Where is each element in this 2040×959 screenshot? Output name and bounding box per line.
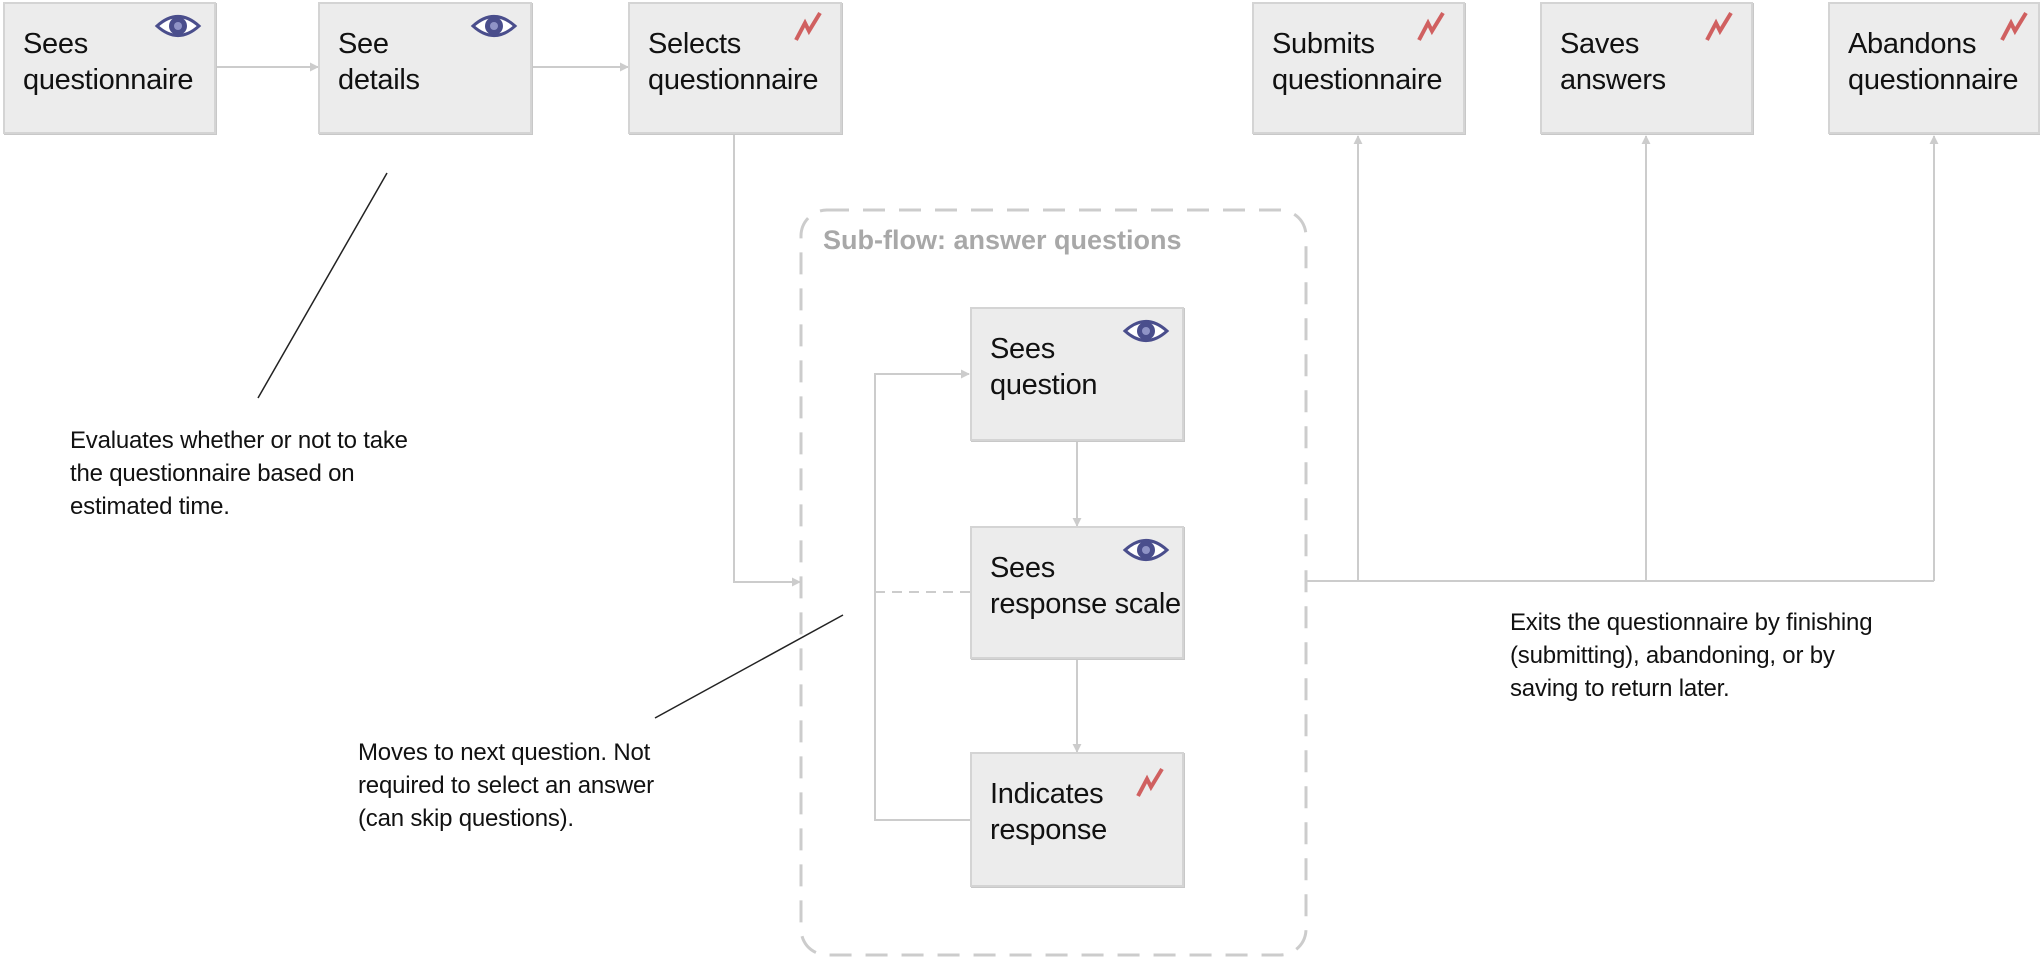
subflow-container [799,208,1308,957]
eye-icon [1122,534,1170,566]
action-icon [1986,10,2034,42]
node-sees-questionnaire[interactable]: Sees questionnaire [3,2,216,134]
node-sees-question[interactable]: Sees question [970,307,1184,441]
eye-icon [470,10,518,42]
note-moves-next: Moves to next question. Not required to … [358,739,654,832]
eye-icon [1122,315,1170,347]
action-icon [1122,766,1170,798]
node-sees-response-scale[interactable]: Sees response scale [970,526,1184,659]
subflow-title: Sub-flow: answer questions [823,225,1182,255]
note-exits: Exits the questionnaire by finishing (su… [1510,609,1873,702]
eye-icon [154,10,202,42]
connector-selects-to-subflow [733,134,801,587]
annotation-line-moves-next [654,614,844,719]
node-submits-questionnaire[interactable]: Submits questionnaire [1252,2,1465,134]
node-label: Saves answers [1560,28,1666,96]
node-saves-answers[interactable]: Saves answers [1540,2,1753,134]
node-label: Submits questionnaire [1272,28,1443,96]
node-label: See details [338,28,420,96]
node-selects-questionnaire[interactable]: Selects questionnaire [628,2,842,134]
node-indicates-response[interactable]: Indicates response [970,752,1184,887]
node-label: Abandons questionnaire [1848,28,2019,96]
action-icon [1403,10,1451,42]
node-see-details[interactable]: See details [318,2,532,134]
node-label: Sees response scale [990,552,1181,620]
action-icon [780,10,828,42]
node-label: Sees question [990,333,1098,401]
node-label: Selects questionnaire [648,28,819,96]
node-abandons-questionnaire[interactable]: Abandons questionnaire [1828,2,2040,134]
node-label: Sees questionnaire [23,28,194,96]
annotation-line-evaluates [257,172,388,399]
note-evaluates: Evaluates whether or not to take the que… [70,427,408,520]
action-icon [1691,10,1739,42]
node-label: Indicates response [990,778,1107,846]
connector-loop-next-question [874,369,970,821]
